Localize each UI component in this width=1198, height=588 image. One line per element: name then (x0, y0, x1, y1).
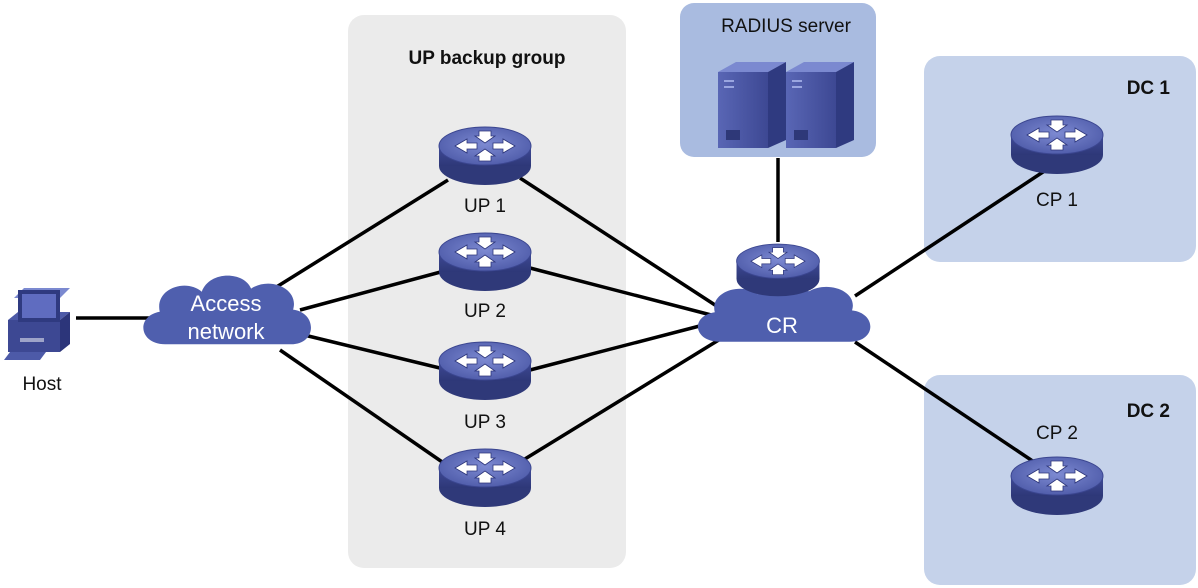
link-access-up4 (279, 348, 449, 468)
link-up3-cr (529, 320, 716, 372)
up-group-title: UP backup group (409, 48, 566, 69)
links (76, 158, 1047, 472)
link-access-up1 (261, 178, 449, 298)
cp1-label: CP 1 (1036, 190, 1078, 211)
link-access-up2 (299, 268, 449, 312)
cr-label: CR (766, 313, 798, 338)
up4-label: UP 4 (464, 519, 506, 540)
router-icon (438, 341, 532, 401)
link-up4-cr (519, 328, 736, 464)
link-up2-cr (529, 266, 716, 318)
up1-label: UP 1 (464, 196, 506, 217)
cp2-label: CP 2 (1036, 423, 1078, 444)
dc2-title: DC 2 (1127, 401, 1170, 422)
link-cr-cp1 (854, 168, 1047, 298)
router-icon (438, 448, 532, 508)
access-label-line2: network (187, 319, 265, 344)
server-icon (718, 62, 786, 148)
link-up1-cr (519, 176, 736, 320)
server-icon (786, 62, 854, 148)
up2-label: UP 2 (464, 301, 506, 322)
router-icon (736, 243, 820, 297)
router-icon (1010, 115, 1104, 175)
router-icon (438, 232, 532, 292)
up3-label: UP 3 (464, 412, 506, 433)
pc-icon (4, 288, 70, 360)
up-backup-group-region (348, 15, 626, 568)
link-access-up3 (299, 332, 449, 372)
router-icon (1010, 456, 1104, 516)
host-label: Host (22, 374, 62, 395)
dc1-title: DC 1 (1127, 78, 1171, 99)
link-cr-cp2 (854, 340, 1047, 472)
radius-title: RADIUS server (721, 16, 852, 37)
access-label-line1: Access (191, 291, 262, 316)
router-icon (438, 126, 532, 186)
